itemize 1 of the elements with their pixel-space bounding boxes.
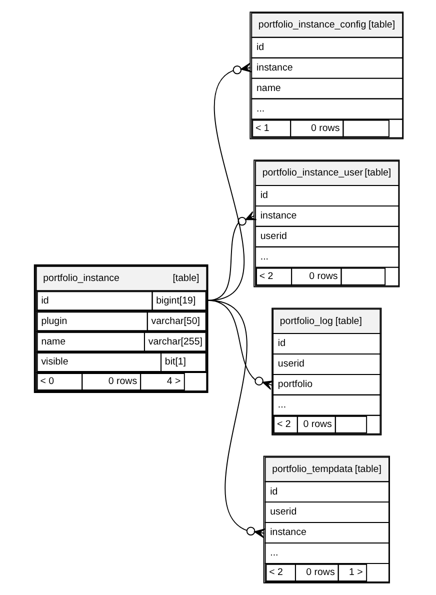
connector	[206, 300, 265, 538]
